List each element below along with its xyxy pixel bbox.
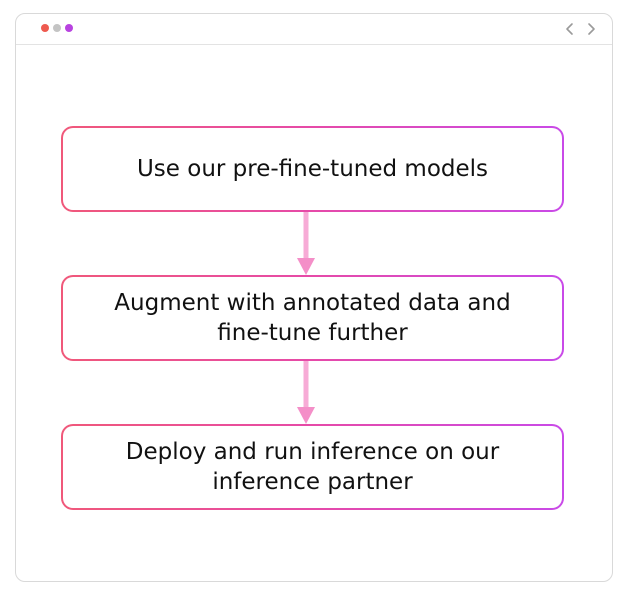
nav-back-button[interactable] bbox=[561, 19, 579, 39]
chevron-left-icon bbox=[566, 23, 573, 35]
flow-step-3-label: Deploy and run inference on our inferenc… bbox=[63, 426, 562, 508]
flow-step-2-label: Augment with annotated data and fine-tun… bbox=[63, 277, 562, 359]
window-dot-purple[interactable] bbox=[65, 24, 73, 32]
flow-step-1: Use our pre-fine-tuned models bbox=[61, 126, 564, 212]
chevron-right-icon bbox=[588, 23, 595, 35]
window-titlebar bbox=[16, 14, 612, 45]
window-dot-red[interactable] bbox=[41, 24, 49, 32]
nav-forward-button[interactable] bbox=[582, 19, 600, 39]
flow-step-1-label: Use our pre-fine-tuned models bbox=[63, 128, 562, 210]
flow-step-2: Augment with annotated data and fine-tun… bbox=[61, 275, 564, 361]
flow-arrow-2-icon bbox=[297, 361, 315, 424]
window-dot-gray[interactable] bbox=[53, 24, 61, 32]
flow-arrow-1-icon bbox=[297, 212, 315, 275]
flow-step-3: Deploy and run inference on our inferenc… bbox=[61, 424, 564, 510]
